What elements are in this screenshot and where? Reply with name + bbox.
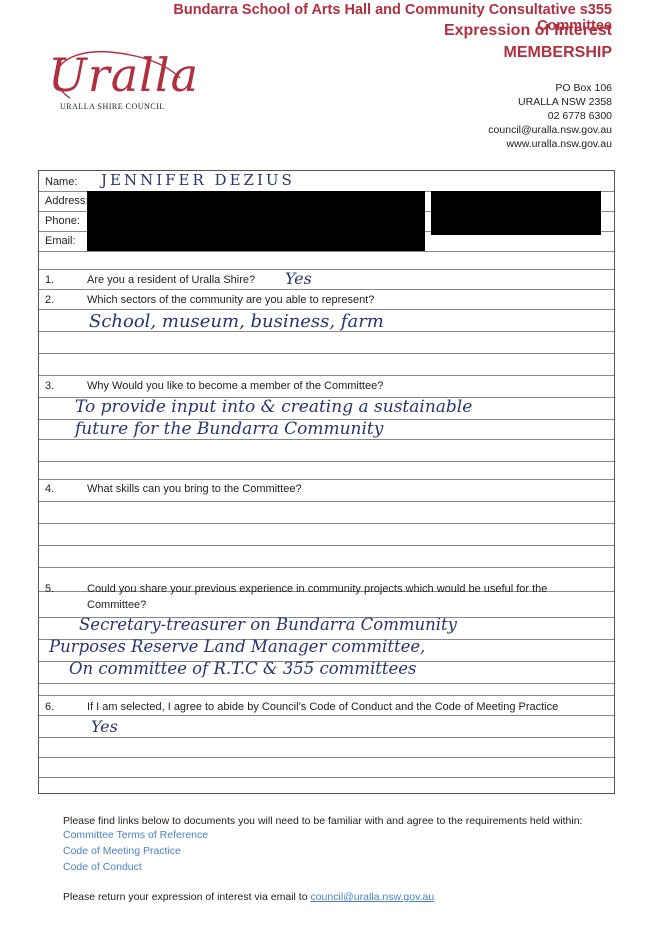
link-code-of-meeting-practice[interactable]: Code of Meeting Practice xyxy=(63,845,181,857)
question-5-number: 5. xyxy=(45,583,55,595)
form-subtitle: MEMBERSHIP xyxy=(503,44,612,61)
logo-swoosh-icon xyxy=(55,50,181,99)
link-committee-terms[interactable]: Committee Terms of Reference xyxy=(63,829,209,841)
question-5-text-line-2: Committee? xyxy=(87,599,147,611)
redacted-personal-details-right xyxy=(431,191,601,235)
contact-website: www.uralla.nsw.gov.au xyxy=(506,138,612,150)
membership-form: Name: JENNIFER DEZIUS Address: Phone: Em… xyxy=(38,170,615,794)
question-3-answer-line-1[interactable]: To provide input into & creating a susta… xyxy=(75,397,473,417)
address-label: Address: xyxy=(45,195,89,207)
contact-po-box: PO Box 106 xyxy=(555,82,612,94)
return-text: Please return your expression of interes… xyxy=(63,891,308,903)
email-label: Email: xyxy=(45,235,76,247)
documents-intro: Please find links below to documents you… xyxy=(63,815,583,827)
question-4-number: 4. xyxy=(45,483,55,495)
question-5-answer-line-1[interactable]: Secretary-treasurer on Bundarra Communit… xyxy=(79,615,457,634)
form-title: Expression of Interest xyxy=(443,22,612,39)
contact-town: URALLA NSW 2358 xyxy=(518,96,612,108)
redacted-personal-details xyxy=(87,191,425,251)
return-instructions: Please return your expression of interes… xyxy=(63,891,434,903)
question-5-text-line-1: Could you share your previous experience… xyxy=(87,583,548,595)
question-1-text: Are you a resident of Uralla Shire? xyxy=(87,274,256,286)
question-3-answer-line-2[interactable]: future for the Bundarra Community xyxy=(75,419,384,439)
question-6-number: 6. xyxy=(45,701,55,713)
council-logo: Uralla URALLA SHIRE COUNCIL xyxy=(30,38,200,118)
question-4-text: What skills can you bring to the Committ… xyxy=(87,483,302,495)
phone-label: Phone: xyxy=(45,215,80,227)
committee-title: Bundarra School of Arts Hall and Communi… xyxy=(173,2,612,34)
question-3-text: Why Would you like to become a member of… xyxy=(87,380,384,392)
logo-council-name: URALLA SHIRE COUNCIL xyxy=(60,102,165,111)
question-2-number: 2. xyxy=(45,294,55,306)
link-code-of-conduct[interactable]: Code of Conduct xyxy=(63,861,142,873)
return-email-link[interactable]: council@uralla.nsw.gov.au xyxy=(310,891,435,903)
question-1-number: 1. xyxy=(45,274,55,286)
name-label: Name: xyxy=(45,176,78,188)
question-1-answer[interactable]: Yes xyxy=(285,269,312,288)
question-2-answer[interactable]: School, museum, business, farm xyxy=(89,311,384,332)
question-6-text: If I am selected, I agree to abide by Co… xyxy=(87,701,559,713)
contact-email: council@uralla.nsw.gov.au xyxy=(488,124,612,136)
contact-phone: 02 6778 6300 xyxy=(547,110,612,122)
logo-script: Uralla xyxy=(48,48,200,102)
question-3-number: 3. xyxy=(45,380,55,392)
question-5-answer-line-2[interactable]: Purposes Reserve Land Manager committee, xyxy=(49,637,426,656)
question-2-text: Which sectors of the community are you a… xyxy=(87,294,375,306)
name-value[interactable]: JENNIFER DEZIUS xyxy=(101,171,295,189)
question-5-answer-line-3[interactable]: On committee of R.T.C & 355 committees xyxy=(69,659,417,678)
question-6-answer[interactable]: Yes xyxy=(91,717,118,736)
